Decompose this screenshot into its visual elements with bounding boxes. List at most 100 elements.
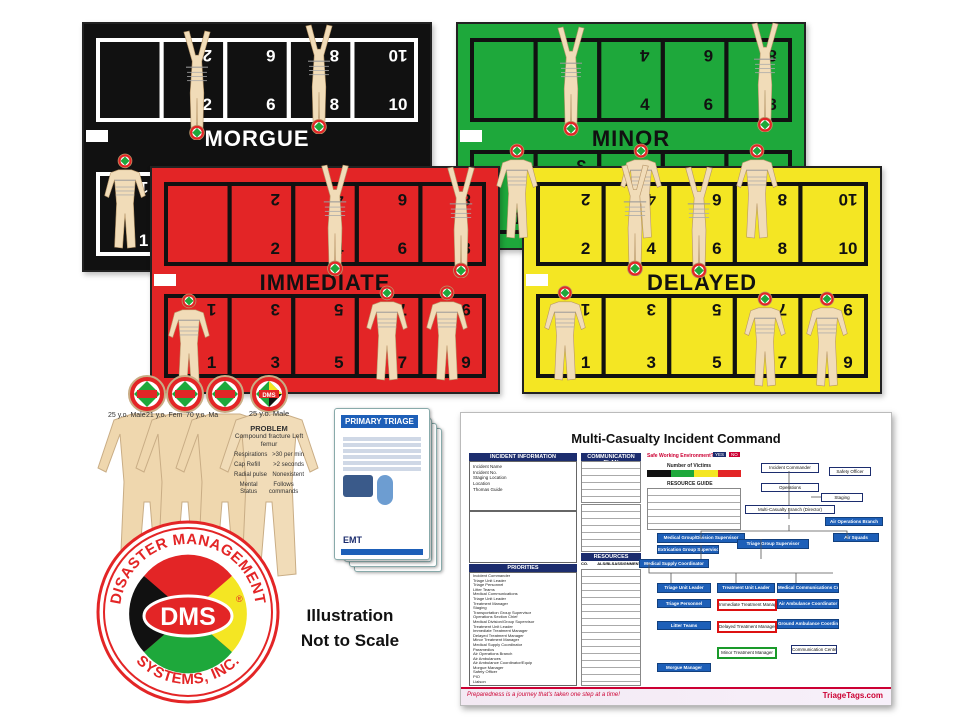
mat-number: 1	[513, 209, 522, 228]
mat-number: 7	[398, 353, 407, 372]
tag-vital-value: Nonexistent	[272, 471, 304, 478]
org-box-commander: Incident Commander	[761, 463, 819, 473]
mat-number: 4	[640, 46, 650, 65]
org-box-ground-coord: Ground Ambulance Coordinator	[777, 619, 839, 629]
victims-label: Number of Victims	[667, 463, 712, 469]
mat-number: 9	[843, 353, 852, 372]
triage-tag-figure	[798, 288, 856, 392]
poster-title: Multi-Casualty Incident Command	[571, 431, 781, 446]
mat-number: 10	[839, 239, 858, 258]
mat-number: 4	[646, 239, 656, 258]
mat-number: 4	[646, 190, 656, 209]
incident-fields: Incident Name Incident No. Staging Locat…	[473, 464, 507, 492]
mat-number: 3	[646, 300, 655, 319]
org-box-branch: Multi-Casualty Branch (Director)	[745, 505, 835, 514]
triage-tag-figure	[668, 166, 730, 278]
tag-logo-text: DMS	[262, 393, 275, 399]
incident-notes-box	[469, 511, 577, 563]
figure-shape	[447, 166, 475, 278]
org-box-triage-group: Triage Group Supervisor	[737, 539, 809, 549]
tag-age: 25 y.o. Male	[248, 409, 290, 418]
resource-guide-table	[647, 488, 741, 530]
resource-column-header: ASSIGNMENT	[614, 561, 641, 566]
org-box-delayed-mgr: Delayed Treatment Manager	[717, 621, 777, 633]
mat-number: 2	[581, 239, 590, 258]
mat-number: 10	[389, 95, 408, 114]
mat-number: 9	[461, 300, 470, 319]
note-line-1: Illustration	[306, 606, 394, 625]
mat-number: 1	[207, 300, 216, 319]
org-box-morgue-mgr: Morgue Manager	[657, 663, 711, 672]
resource-column-header: CO.	[581, 561, 589, 566]
mat-number: 1	[581, 353, 590, 372]
triage-tag-figure	[288, 24, 350, 134]
mat-number: 3	[646, 353, 655, 372]
mat-number: 6	[266, 46, 275, 65]
mat-number: 8	[330, 46, 339, 65]
mat-number: 2	[202, 46, 211, 65]
mat-number: 3	[576, 156, 585, 175]
priorities-head: PRIORITIES	[469, 564, 577, 572]
org-box-safety: Safety Officer	[829, 467, 871, 476]
poster-footer: Preparedness is a journey that's taken o…	[461, 687, 891, 705]
victims-color-bar	[647, 470, 741, 477]
note-line-2: Not to Scale	[300, 630, 400, 650]
mat-number: 8	[330, 95, 339, 114]
mat-number: 3	[270, 353, 279, 372]
tag-vital-name: Respirations	[234, 452, 268, 459]
mat-number: 8	[778, 190, 787, 209]
mat-number: 2	[270, 190, 279, 209]
mat-number: 4	[640, 95, 650, 114]
triage-tag-figure	[736, 288, 794, 392]
incident-info-head: INCIDENT INFORMATION	[469, 453, 577, 461]
fanned-tag-age: 25 y.o. Male	[108, 412, 146, 419]
triage-tag-figure	[604, 164, 666, 276]
figure-shape	[806, 291, 848, 387]
tag-shape: DMS	[219, 375, 319, 577]
priorities-list: Incident Commander Triage Unit Leader Tr…	[473, 573, 535, 684]
org-box-minor-mgr: Minor Treatment Manager	[717, 647, 777, 659]
figure-shape	[496, 143, 538, 239]
org-box-staging: Staging	[821, 493, 863, 502]
triage-tag-figure	[166, 30, 228, 140]
incident-info-box: Incident Name Incident No. Staging Locat…	[469, 461, 577, 511]
org-box-med-supply: Medical Supply Coordinator	[639, 559, 709, 568]
triage-tag-figure	[160, 290, 218, 394]
mat-number: 1	[207, 353, 216, 372]
logo-registered: ®	[236, 594, 243, 604]
safe-env-label: Safe Working Environment?	[647, 453, 714, 459]
mat-number: 1	[139, 178, 148, 197]
triage-tag-figure	[728, 140, 786, 244]
figure-shape	[736, 143, 778, 239]
mat-number: 5	[334, 353, 343, 372]
triage-tag-front: DMS 25 y.o. Male PROBLEM Compound fractu…	[216, 372, 322, 582]
tag-vital-value: Follows commands	[268, 481, 299, 495]
mat-number: 10	[389, 46, 408, 65]
logo-dms: DMS	[160, 603, 216, 631]
mat-number: 3	[270, 300, 279, 319]
card-title: PRIMARY TRIAGE	[341, 415, 418, 428]
mat-number: 6	[704, 46, 713, 65]
triage-tag-figure	[430, 166, 492, 278]
org-box-comm-center: Communication Center	[791, 645, 837, 654]
mat-number: 2	[581, 190, 590, 209]
resource-lines	[581, 569, 641, 686]
mat-number: 8	[767, 95, 776, 114]
card-brand: EMT	[343, 535, 362, 545]
mat-number: 5	[712, 353, 721, 372]
org-box-air-coord: Air Ambulance Coordinator	[777, 599, 839, 609]
mat-label-immediate: IMMEDIATE	[259, 270, 391, 295]
tag-vital-name: Cap Refill	[234, 462, 261, 469]
org-box-treatment-unit: Treatment Unit Leader	[717, 583, 775, 593]
mat-number: 1	[139, 231, 148, 250]
figure-shape	[366, 285, 408, 381]
figure-shape	[426, 285, 468, 381]
triage-tag-figure	[734, 22, 796, 132]
org-box-litter: Litter Teams	[657, 621, 711, 630]
figure-shape	[557, 26, 585, 136]
triage-tag-figure	[358, 282, 416, 386]
mat-number: 10	[839, 190, 858, 209]
